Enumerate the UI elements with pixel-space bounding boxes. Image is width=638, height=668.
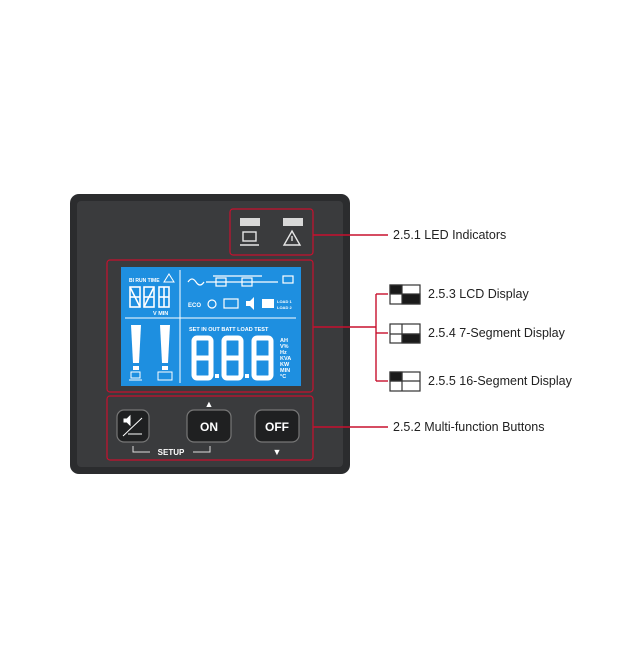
- callout-lcd-display: 2.5.3 LCD Display: [428, 287, 529, 301]
- lcd-unit: °C: [280, 374, 286, 380]
- setup-bracket: [132, 446, 211, 453]
- lcd-unit: Hz: [280, 350, 287, 356]
- off-button-label: OFF: [265, 420, 289, 434]
- off-button[interactable]: [254, 409, 300, 443]
- seven-segment-region-icon: [389, 323, 421, 344]
- lcd-eco-label: ECO: [188, 303, 201, 309]
- callout-lines: [313, 234, 388, 428]
- lcd-computer-icon: [129, 371, 142, 381]
- lcd-unit: V%: [280, 344, 289, 350]
- fan-icon: [207, 299, 217, 309]
- up-arrow-icon: ▲: [205, 399, 214, 409]
- on-button[interactable]: [186, 409, 232, 443]
- lcd-region-icon: [389, 284, 421, 305]
- callout-multi-function-buttons: 2.5.2 Multi-function Buttons: [393, 420, 545, 434]
- bar-meters: [131, 325, 170, 370]
- load-icon: [262, 299, 274, 308]
- callout-led-indicators: 2.5.1 LED Indicators: [393, 228, 507, 242]
- decimal-points: [215, 374, 249, 378]
- lcd-battery-icon: [157, 371, 173, 381]
- led-normal: [240, 218, 260, 226]
- lcd-unit: KVA: [280, 356, 291, 362]
- callout-sixteen-segment: 2.5.5 16-Segment Display: [428, 374, 572, 388]
- lcd-status-row: SET IN OUT BATT LOAD TEST: [189, 327, 269, 333]
- lcd-unit-labels: AH V% Hz KVA KW MIN °C: [280, 338, 291, 380]
- on-button-label: ON: [200, 420, 218, 434]
- lcd-warning-icon: [163, 273, 175, 283]
- lcd-unit: AH: [280, 338, 288, 344]
- computer-icon: [240, 231, 259, 246]
- sixteen-segment-region-icon: [389, 371, 421, 392]
- seven-segment-display: [191, 335, 274, 381]
- sixteen-segment-digits: [129, 286, 170, 308]
- setup-label: SETUP: [158, 448, 185, 457]
- lcd-unit: MIN: [280, 368, 290, 374]
- lcd-load1-label: LOAD 1: [277, 299, 292, 304]
- lcd-runtime-units: V MIN: [153, 311, 168, 317]
- lcd-runtime-header: BI RUN TIME: [129, 278, 160, 284]
- callout-seven-segment: 2.5.4 7-Segment Display: [428, 326, 565, 340]
- lcd-unit: KW: [280, 362, 290, 368]
- led-warning: [283, 218, 303, 226]
- mute-icon: [122, 414, 143, 437]
- speaker-icon: [246, 297, 254, 310]
- down-arrow-icon: ▼: [273, 447, 282, 457]
- lcd-load2-label: LOAD 2: [277, 305, 292, 310]
- power-flow-diagram: [187, 275, 294, 309]
- warning-icon: [282, 229, 302, 246]
